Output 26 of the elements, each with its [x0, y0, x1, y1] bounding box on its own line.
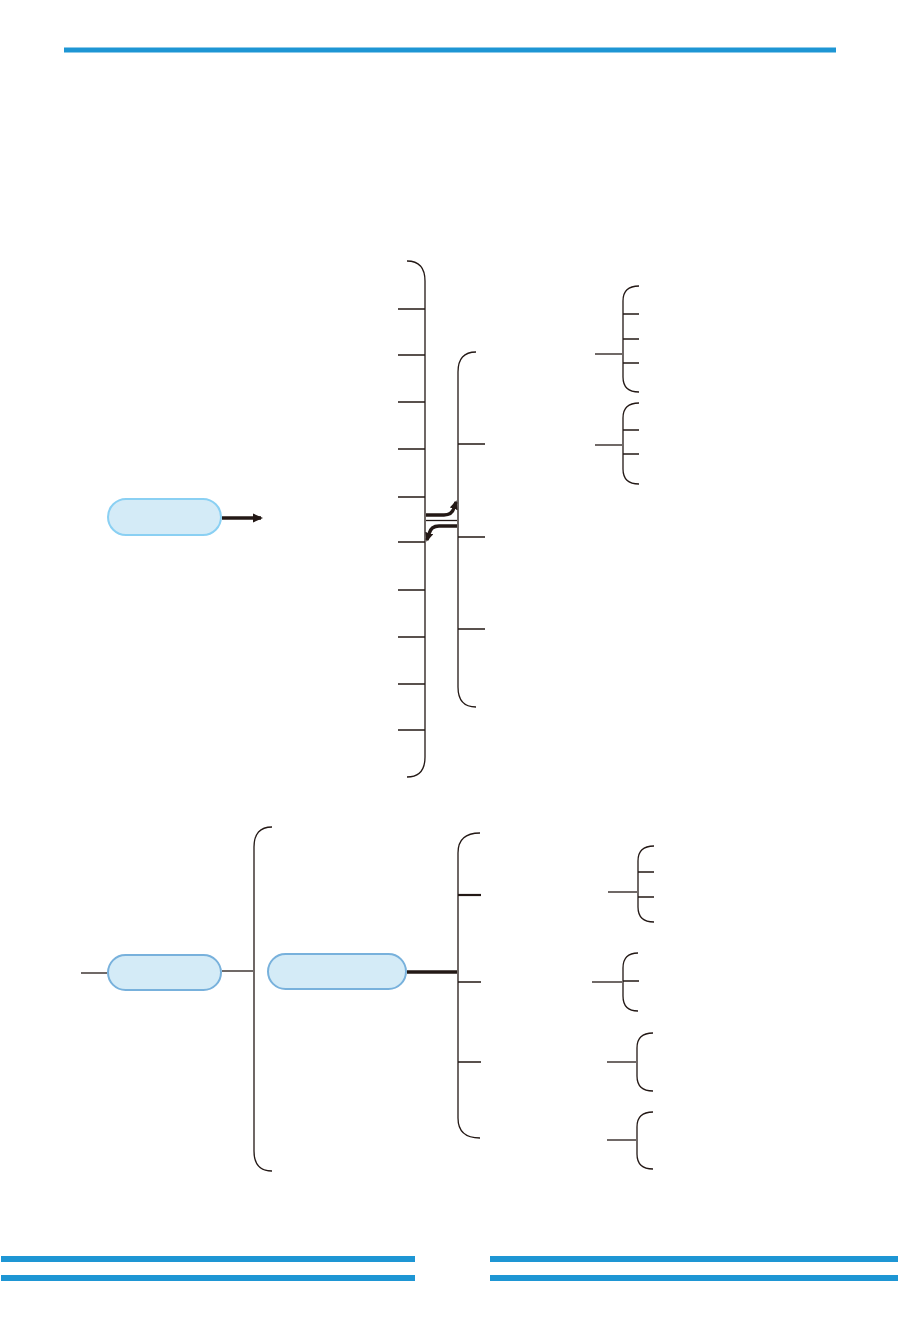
rounded-box [107, 954, 222, 991]
bracket [622, 402, 640, 485]
bracket [397, 260, 426, 778]
connector-line [594, 444, 623, 446]
curved-arrow [425, 524, 457, 542]
connector-line [221, 970, 254, 972]
rounded-box [267, 953, 407, 990]
bracket [622, 952, 640, 1012]
connector-line [606, 1061, 637, 1063]
connector-line [607, 891, 638, 893]
connector-line [606, 1139, 637, 1141]
bracket [636, 1032, 654, 1092]
rounded-box [107, 498, 222, 536]
connector-line [594, 353, 623, 355]
bracket [253, 826, 273, 1172]
connector-line [407, 970, 457, 974]
bracket [637, 845, 655, 923]
curved-arrow [426, 500, 458, 517]
bracket [636, 1111, 654, 1170]
connector-line [425, 519, 458, 522]
connector-line [80, 972, 108, 974]
arrow [222, 513, 263, 523]
bracket [622, 285, 640, 393]
bracket [457, 832, 482, 1139]
bracket [457, 351, 486, 708]
connector-line [591, 981, 623, 983]
